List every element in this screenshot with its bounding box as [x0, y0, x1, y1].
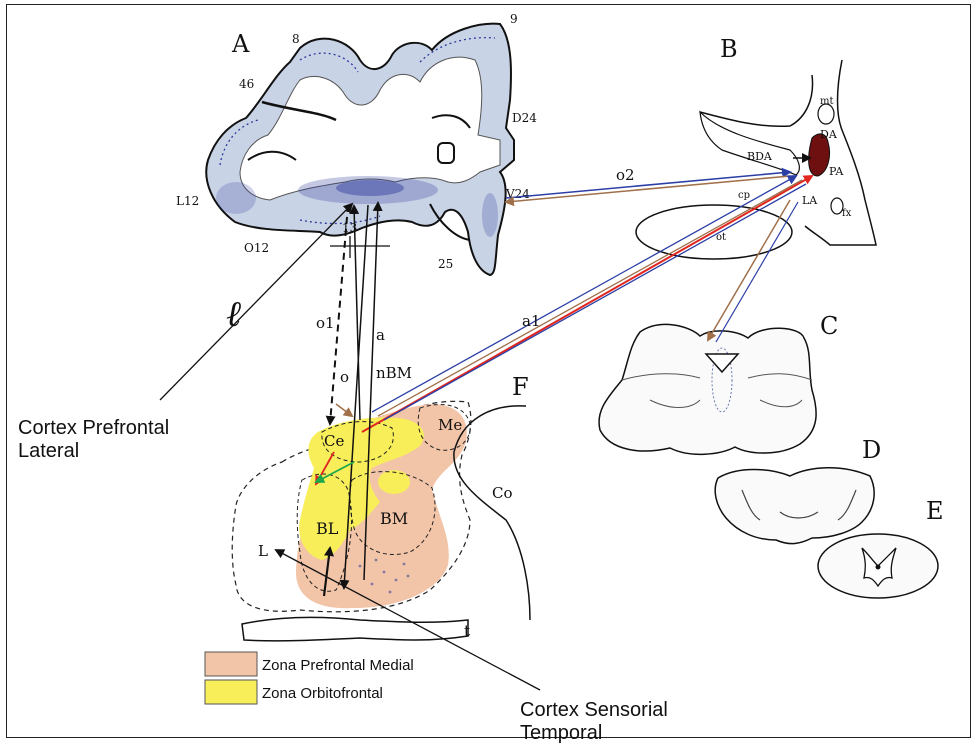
- sensory-cortex-label-line2: Temporal: [520, 722, 602, 744]
- legend-orbitofrontal-swatch: [205, 680, 257, 704]
- area-46-label: 46: [239, 77, 254, 91]
- bm-label: BM: [380, 509, 408, 528]
- panel-a-cortex-section: A 8 9 46 D24 L12 V24 O12 13 25: [176, 12, 537, 275]
- me-label: Me: [438, 416, 462, 434]
- area-v24-label: V24: [505, 187, 530, 201]
- pa-label: PA: [829, 165, 844, 178]
- panel-d-medulla: D: [715, 436, 881, 544]
- lateral-ventricle: [242, 617, 468, 640]
- panel-f-amygdala: F Ce Me Co BL BM L: [232, 373, 530, 641]
- area-8-label: 8: [292, 32, 300, 46]
- bl-label: BL: [316, 519, 339, 538]
- panel-label-a: A: [231, 30, 250, 58]
- medulla-outline: [715, 468, 874, 544]
- a-label: a: [376, 326, 385, 344]
- ce-label: Ce: [324, 432, 344, 450]
- area-l12-label: L12: [176, 194, 199, 208]
- da-label: DA: [820, 128, 838, 141]
- panel-label-b: B: [720, 35, 738, 63]
- l-label: L: [258, 542, 268, 560]
- legend-orbitofrontal-label: Zona Orbitofrontal: [262, 685, 383, 702]
- l-script-label: ℓ: [226, 294, 241, 335]
- o-label: o: [340, 368, 349, 386]
- brainstem-outline: [599, 324, 816, 454]
- central-canal: [876, 565, 881, 570]
- panel-label-f: F: [512, 373, 529, 401]
- o2-label: o2: [616, 166, 635, 184]
- ventricle: [438, 143, 454, 163]
- co-label: Co: [492, 484, 513, 502]
- o-projection-brown: [336, 404, 352, 416]
- area-25-label: 25: [438, 257, 453, 271]
- o1-label: o1: [316, 314, 335, 332]
- legend-medial-swatch: [205, 652, 257, 676]
- panel-b-hypothalamus: B mt DA BDA PA cp LA fx ot: [636, 35, 876, 259]
- bda-label: BDA: [747, 150, 773, 163]
- orbitofrontal-zone-small: [378, 470, 410, 494]
- stipple-lateral: [216, 182, 256, 214]
- stipple-orbital-core: [336, 180, 404, 196]
- lateral-cortex-label-line1: Cortex Prefrontal: [18, 417, 169, 439]
- cp-label: cp: [738, 190, 750, 201]
- lateral-cortex-callout-line: [160, 204, 352, 400]
- area-9-label: 9: [510, 12, 518, 26]
- lateral-cortex-label-line2: Lateral: [18, 440, 79, 462]
- a1-label: a1: [522, 312, 541, 330]
- t-label: t: [464, 622, 470, 640]
- mt-outline: [818, 104, 834, 124]
- panel-label-c: C: [820, 312, 838, 340]
- panel-c-brainstem: C: [599, 312, 838, 454]
- area-o12-label: O12: [244, 241, 269, 255]
- fx-label: fx: [842, 208, 852, 219]
- sensory-cortex-label-line1: Cortex Sensorial: [520, 699, 668, 721]
- area-d24-label: D24: [512, 111, 537, 125]
- mt-label: mt: [820, 96, 834, 107]
- bda-region: [700, 112, 799, 175]
- panel-label-e: E: [926, 497, 944, 525]
- legend: Zona Prefrontal Medial Zona Orbitofronta…: [205, 652, 414, 704]
- legend-medial-label: Zona Prefrontal Medial: [262, 657, 414, 674]
- panel-label-d: D: [862, 436, 881, 464]
- stipple-medial: [482, 193, 498, 237]
- nbm-label: nBM: [376, 364, 412, 382]
- la-label: LA: [802, 194, 818, 207]
